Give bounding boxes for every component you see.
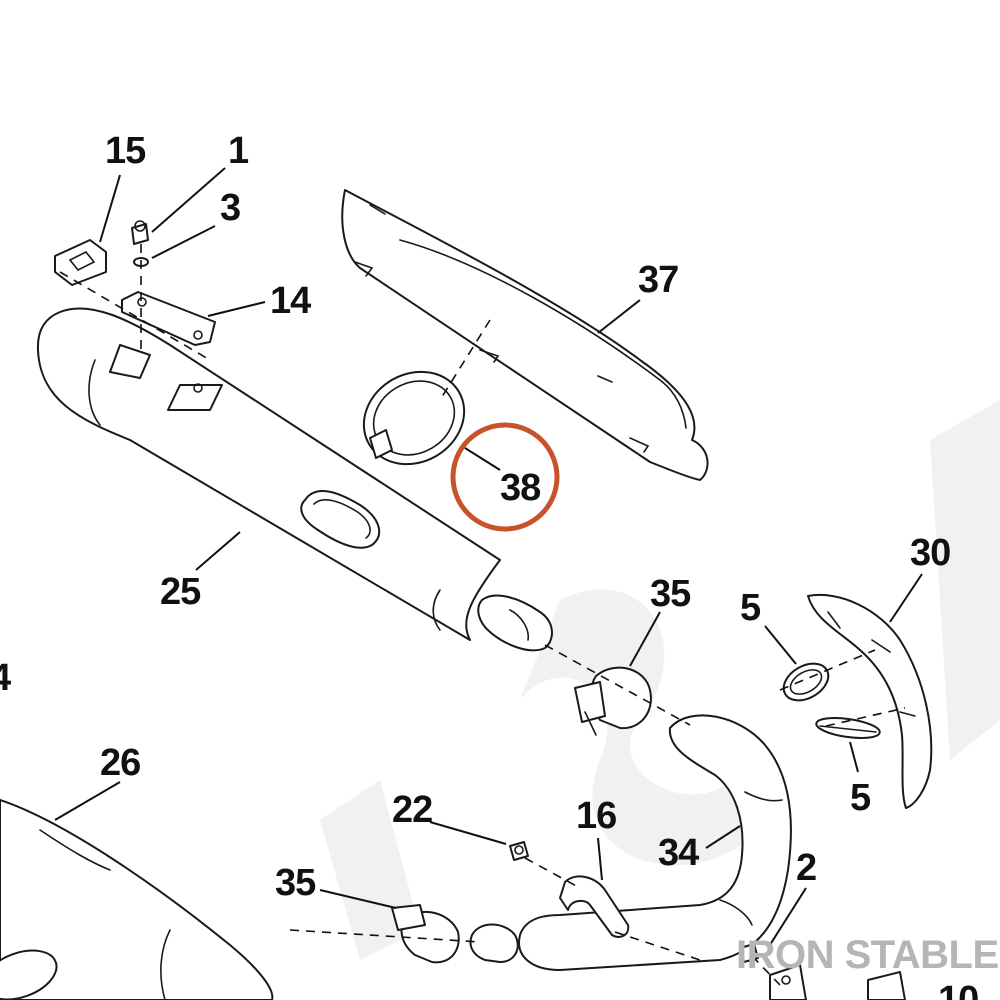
part-5-clamp-upper xyxy=(782,662,830,702)
part-26-muffler xyxy=(0,799,274,1000)
callout-15: 15 xyxy=(105,130,146,172)
part-34-header-pipe xyxy=(518,714,792,971)
part-35-clamp-lower xyxy=(391,904,519,964)
part-15-clip-nut xyxy=(54,239,107,286)
part-22-bolt xyxy=(509,841,529,861)
callout-35-upper: 35 xyxy=(650,573,691,615)
callout-38: 38 xyxy=(500,467,540,509)
callout-30: 30 xyxy=(910,532,950,574)
highlight-circle-38 xyxy=(450,422,560,532)
leader-lines xyxy=(54,167,923,949)
callout-labels: 15 1 3 14 37 38 25 4 35 5 30 5 26 22 16 … xyxy=(0,130,979,1000)
callout-10: 10 xyxy=(938,979,978,1000)
callout-5-lower: 5 xyxy=(850,777,871,819)
part-25-muffler xyxy=(36,307,553,652)
part-5-clamp-lower xyxy=(815,717,881,739)
callout-1: 1 xyxy=(228,130,249,172)
watermark-text: IRON STABLE xyxy=(736,933,999,977)
callout-4: 4 xyxy=(0,657,11,699)
callout-26: 26 xyxy=(100,742,140,784)
callout-22: 22 xyxy=(392,789,432,831)
part-1-bolt xyxy=(131,220,149,245)
callout-2: 2 xyxy=(796,847,816,889)
callout-16: 16 xyxy=(576,795,616,837)
part-10-fragment xyxy=(867,971,906,1000)
callout-37: 37 xyxy=(638,259,678,301)
callout-25: 25 xyxy=(160,571,201,613)
part-30-header-shield xyxy=(807,593,933,809)
part-14-mounting-plate xyxy=(121,291,216,346)
part-2-bracket xyxy=(739,943,807,1000)
assembly-dashed-lines xyxy=(59,244,906,986)
part-38-band-clamp xyxy=(362,370,466,466)
callout-5-upper: 5 xyxy=(740,587,761,629)
callout-3: 3 xyxy=(220,187,240,229)
callout-34: 34 xyxy=(658,832,699,874)
part-35-clamp-upper xyxy=(574,666,652,736)
callout-35-lower: 35 xyxy=(275,862,316,904)
callout-14: 14 xyxy=(270,280,311,322)
part-37-heat-shield xyxy=(341,189,709,481)
part-16-bracket xyxy=(559,875,630,938)
